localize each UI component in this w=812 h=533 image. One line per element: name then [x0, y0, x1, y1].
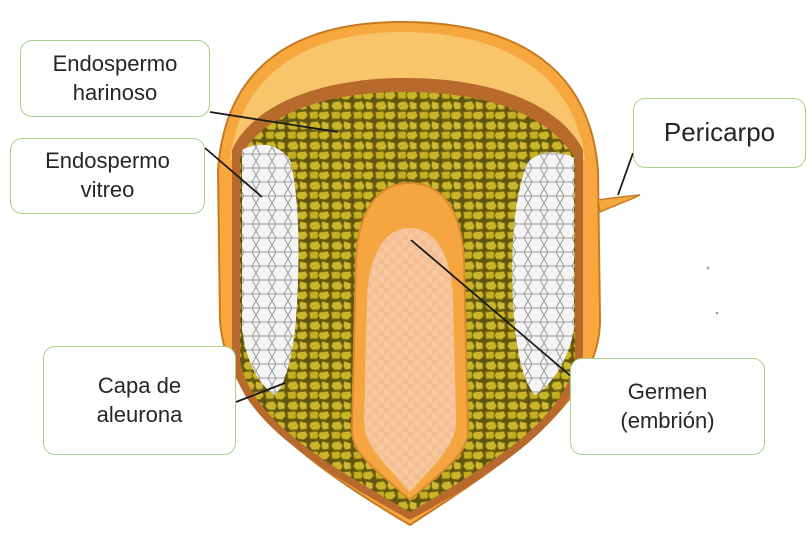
label-capa-aleurona-text: Capa de aleurona	[97, 372, 183, 429]
vitreous-endosperm-left	[242, 145, 298, 395]
pericarp-flap	[598, 195, 640, 212]
label-pericarpo-text: Pericarpo	[664, 116, 775, 150]
dot-mark	[716, 312, 719, 315]
label-germen: Germen (embrión)	[570, 358, 765, 455]
label-endospermo-vitreo-text: Endospermo vitreo	[45, 147, 170, 204]
label-endospermo-harinoso: Endospermo harinoso	[20, 40, 210, 117]
label-capa-aleurona: Capa de aleurona	[43, 346, 236, 455]
label-endospermo-vitreo: Endospermo vitreo	[10, 138, 205, 214]
leader-line-pericarpo	[618, 153, 633, 195]
label-endospermo-harinoso-text: Endospermo harinoso	[53, 50, 178, 107]
dot-mark	[707, 267, 710, 270]
label-germen-text: Germen (embrión)	[620, 378, 714, 435]
label-pericarpo: Pericarpo	[633, 98, 806, 168]
